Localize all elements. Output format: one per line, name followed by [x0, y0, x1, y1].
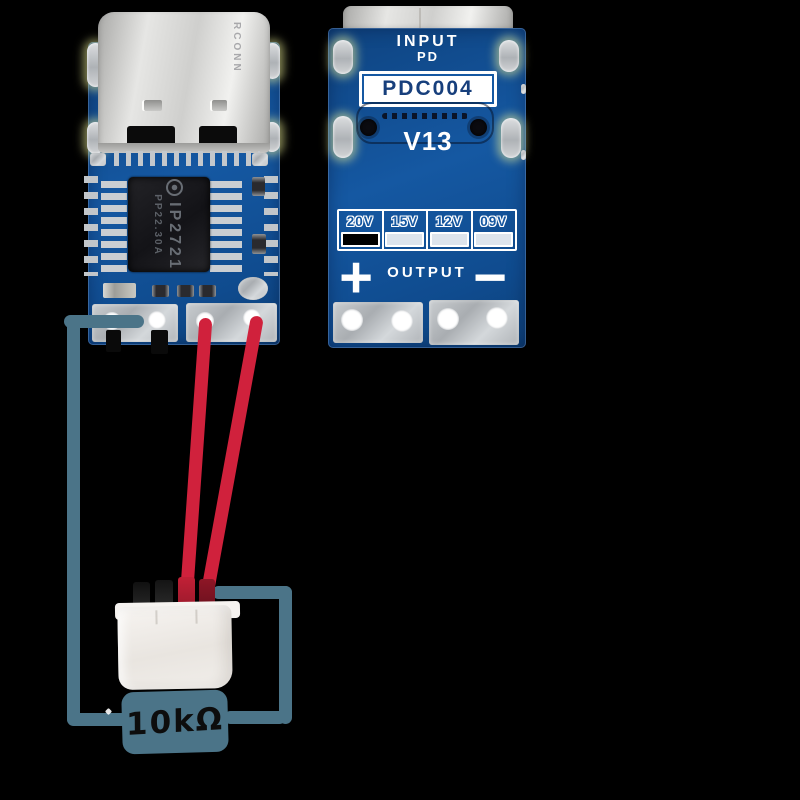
castellation-right: [264, 176, 278, 276]
connector-body: [117, 605, 233, 690]
output-hole-4: [486, 307, 508, 329]
voltage-label: 15V: [391, 214, 419, 229]
plus-symbol: +: [339, 244, 373, 310]
wire-stub-black-1: [106, 330, 121, 352]
edge-notch-2: [521, 150, 526, 160]
test-point-row: [382, 113, 468, 119]
small-pad-left: [90, 153, 106, 166]
mount-hole-right: [470, 119, 487, 136]
usb-footprint-outline: [356, 102, 494, 144]
output-hole-1: [341, 309, 363, 331]
usb-c-connector-shell: RCONN: [98, 12, 270, 153]
component-resistor-edge-1: [252, 177, 265, 196]
model-label-box: PDC004: [359, 71, 497, 107]
model-label: PDC004: [382, 77, 474, 100]
ic-pins-left: [101, 181, 127, 274]
voltage-label: 12V: [435, 214, 463, 229]
teal-wire-bottom-left: [67, 713, 129, 726]
right-pcb-pad-tr: [499, 40, 519, 72]
pad-hole-2: [148, 311, 166, 329]
teal-wire-right-vertical: [279, 586, 292, 724]
teal-wire-bottom-right: [224, 711, 286, 724]
voltage-checkbox: [340, 232, 380, 247]
ic-pins-right: [210, 181, 242, 274]
voltage-checkbox: [429, 232, 469, 247]
voltage-cell-0: 20V: [339, 211, 382, 249]
wire-stub-black-2: [151, 330, 168, 354]
usb-shell-brand-text: RCONN: [231, 22, 242, 74]
usb-c-shell-top-edge: [343, 6, 513, 32]
voltage-label: 20V: [346, 214, 374, 229]
component-diode-2: [177, 285, 194, 297]
teal-wire-top-left: [64, 315, 144, 328]
usb-solder-pin-row: [114, 151, 260, 166]
usb-shell-latch-right: [210, 100, 227, 111]
right-pcb-pad-ml: [333, 116, 353, 158]
right-pcb-pad-tl: [333, 40, 353, 74]
edge-notch-1: [521, 84, 526, 94]
voltage-cell-3: 09V: [470, 211, 516, 249]
mount-hole-left: [360, 119, 377, 136]
output-label: OUTPUT: [387, 264, 467, 281]
voltage-cell-2: 12V: [426, 211, 471, 249]
connector-seam-1: [155, 610, 158, 625]
component-capacitor: [103, 283, 136, 298]
pd-label: PD: [416, 49, 440, 64]
output-hole-3: [437, 308, 459, 330]
voltage-label: 09V: [480, 214, 508, 229]
version-label: V13: [403, 126, 453, 156]
connector-seam-2: [195, 609, 198, 624]
component-diode-3: [199, 285, 216, 297]
voltage-selector: 20V 15V 12V 09V: [337, 209, 517, 251]
voltage-cell-1: 15V: [381, 211, 427, 249]
usb-shell-latch-left: [142, 100, 162, 111]
usb-shell-bottom-lip: [98, 143, 270, 153]
castellation-left: [84, 176, 98, 276]
teal-wire-top-right: [212, 586, 292, 599]
minus-symbol: −: [473, 244, 507, 310]
shell-seam: [419, 8, 421, 30]
input-label: INPUT: [396, 33, 460, 50]
output-hole-2: [391, 310, 413, 332]
small-pad-right: [252, 153, 268, 166]
component-resistor-edge-2: [252, 234, 266, 254]
round-test-pad: [238, 277, 268, 300]
voltage-checkbox: [474, 232, 514, 247]
component-diode-1: [152, 285, 169, 297]
teal-wire-left-vertical: [67, 315, 80, 725]
voltage-checkbox: [385, 232, 425, 247]
right-pcb-pad-mr: [501, 118, 521, 158]
